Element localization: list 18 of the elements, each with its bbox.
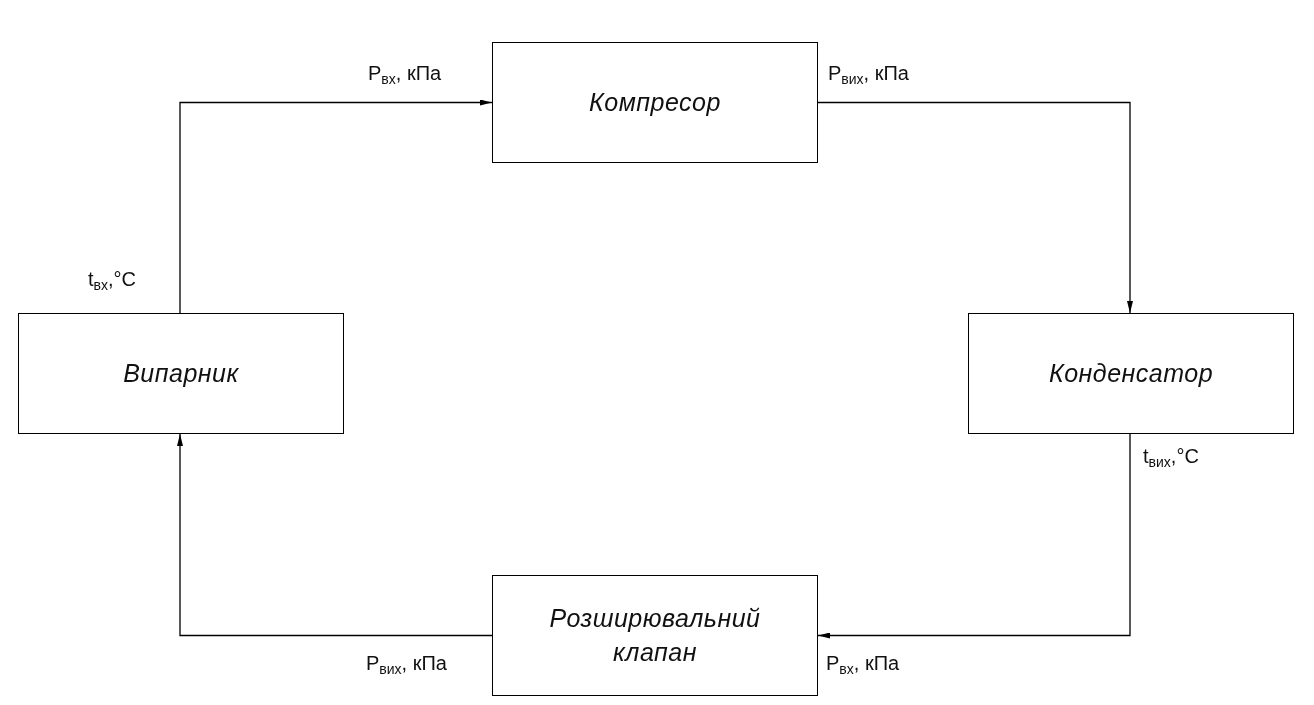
parameter-label: t$_{вих}$,°C (1143, 445, 1199, 470)
arrow (817, 101, 1133, 314)
box-label: Розширювальний клапан (548, 602, 762, 668)
arrow (177, 433, 493, 637)
parameter-label: P$_{вих}$, кПа (828, 62, 909, 87)
arrow (179, 99, 493, 314)
parameter-label: P$_{вих}$, кПа (366, 652, 447, 677)
process-box (492, 575, 818, 696)
process-box (18, 313, 344, 434)
parameter-label: P$_{вх}$, кПа (826, 652, 900, 677)
box-label: Випарник (123, 357, 239, 389)
box-label: Компресор (589, 86, 721, 118)
box-label: Конденсатор (1048, 357, 1214, 389)
parameter-label: P$_{вх}$, кПа (368, 62, 442, 87)
process-box (968, 313, 1294, 434)
process-box (492, 42, 818, 163)
arrow (817, 433, 1131, 639)
parameter-label: t$_{вх}$,°C (88, 268, 136, 293)
